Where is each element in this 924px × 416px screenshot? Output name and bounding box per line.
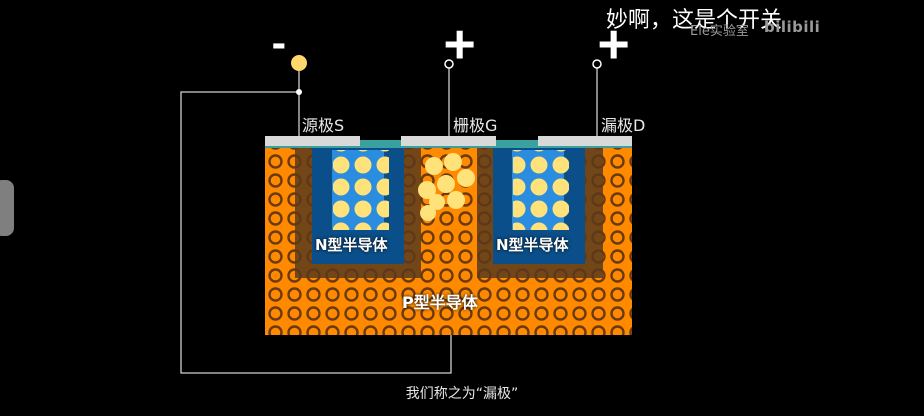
bilibili-logo: bilibili [764, 18, 821, 36]
n-type-right-label: N型半导体 [496, 236, 569, 254]
video-caption-title: 妙啊，这是个开关 [606, 8, 783, 33]
video-subtitle: 我们称之为“漏极” [405, 386, 519, 402]
source-terminal-icon [291, 55, 307, 71]
drain-terminal-icon [592, 59, 602, 69]
source-label: 源极S [302, 116, 345, 135]
drain-polarity-sign: + [598, 14, 630, 74]
drain-metal-contact [538, 136, 632, 146]
side-drag-handle[interactable] [0, 180, 14, 236]
gate-label: 栅极G [453, 116, 498, 135]
channel-watermark: Ele实验室 [690, 24, 749, 39]
gate-metal-contact [401, 136, 496, 146]
source-metal-contact [265, 136, 360, 146]
circuit-wire [180, 68, 598, 374]
p-type-label: P型半导体 [402, 293, 478, 312]
drain-label: 漏极D [601, 116, 646, 135]
source-polarity-sign: - [268, 24, 290, 65]
n-type-left-label: N型半导体 [315, 236, 388, 254]
gate-terminal-icon [444, 59, 454, 69]
wire-junction-dot [296, 89, 302, 95]
channel-electrons [418, 153, 475, 221]
